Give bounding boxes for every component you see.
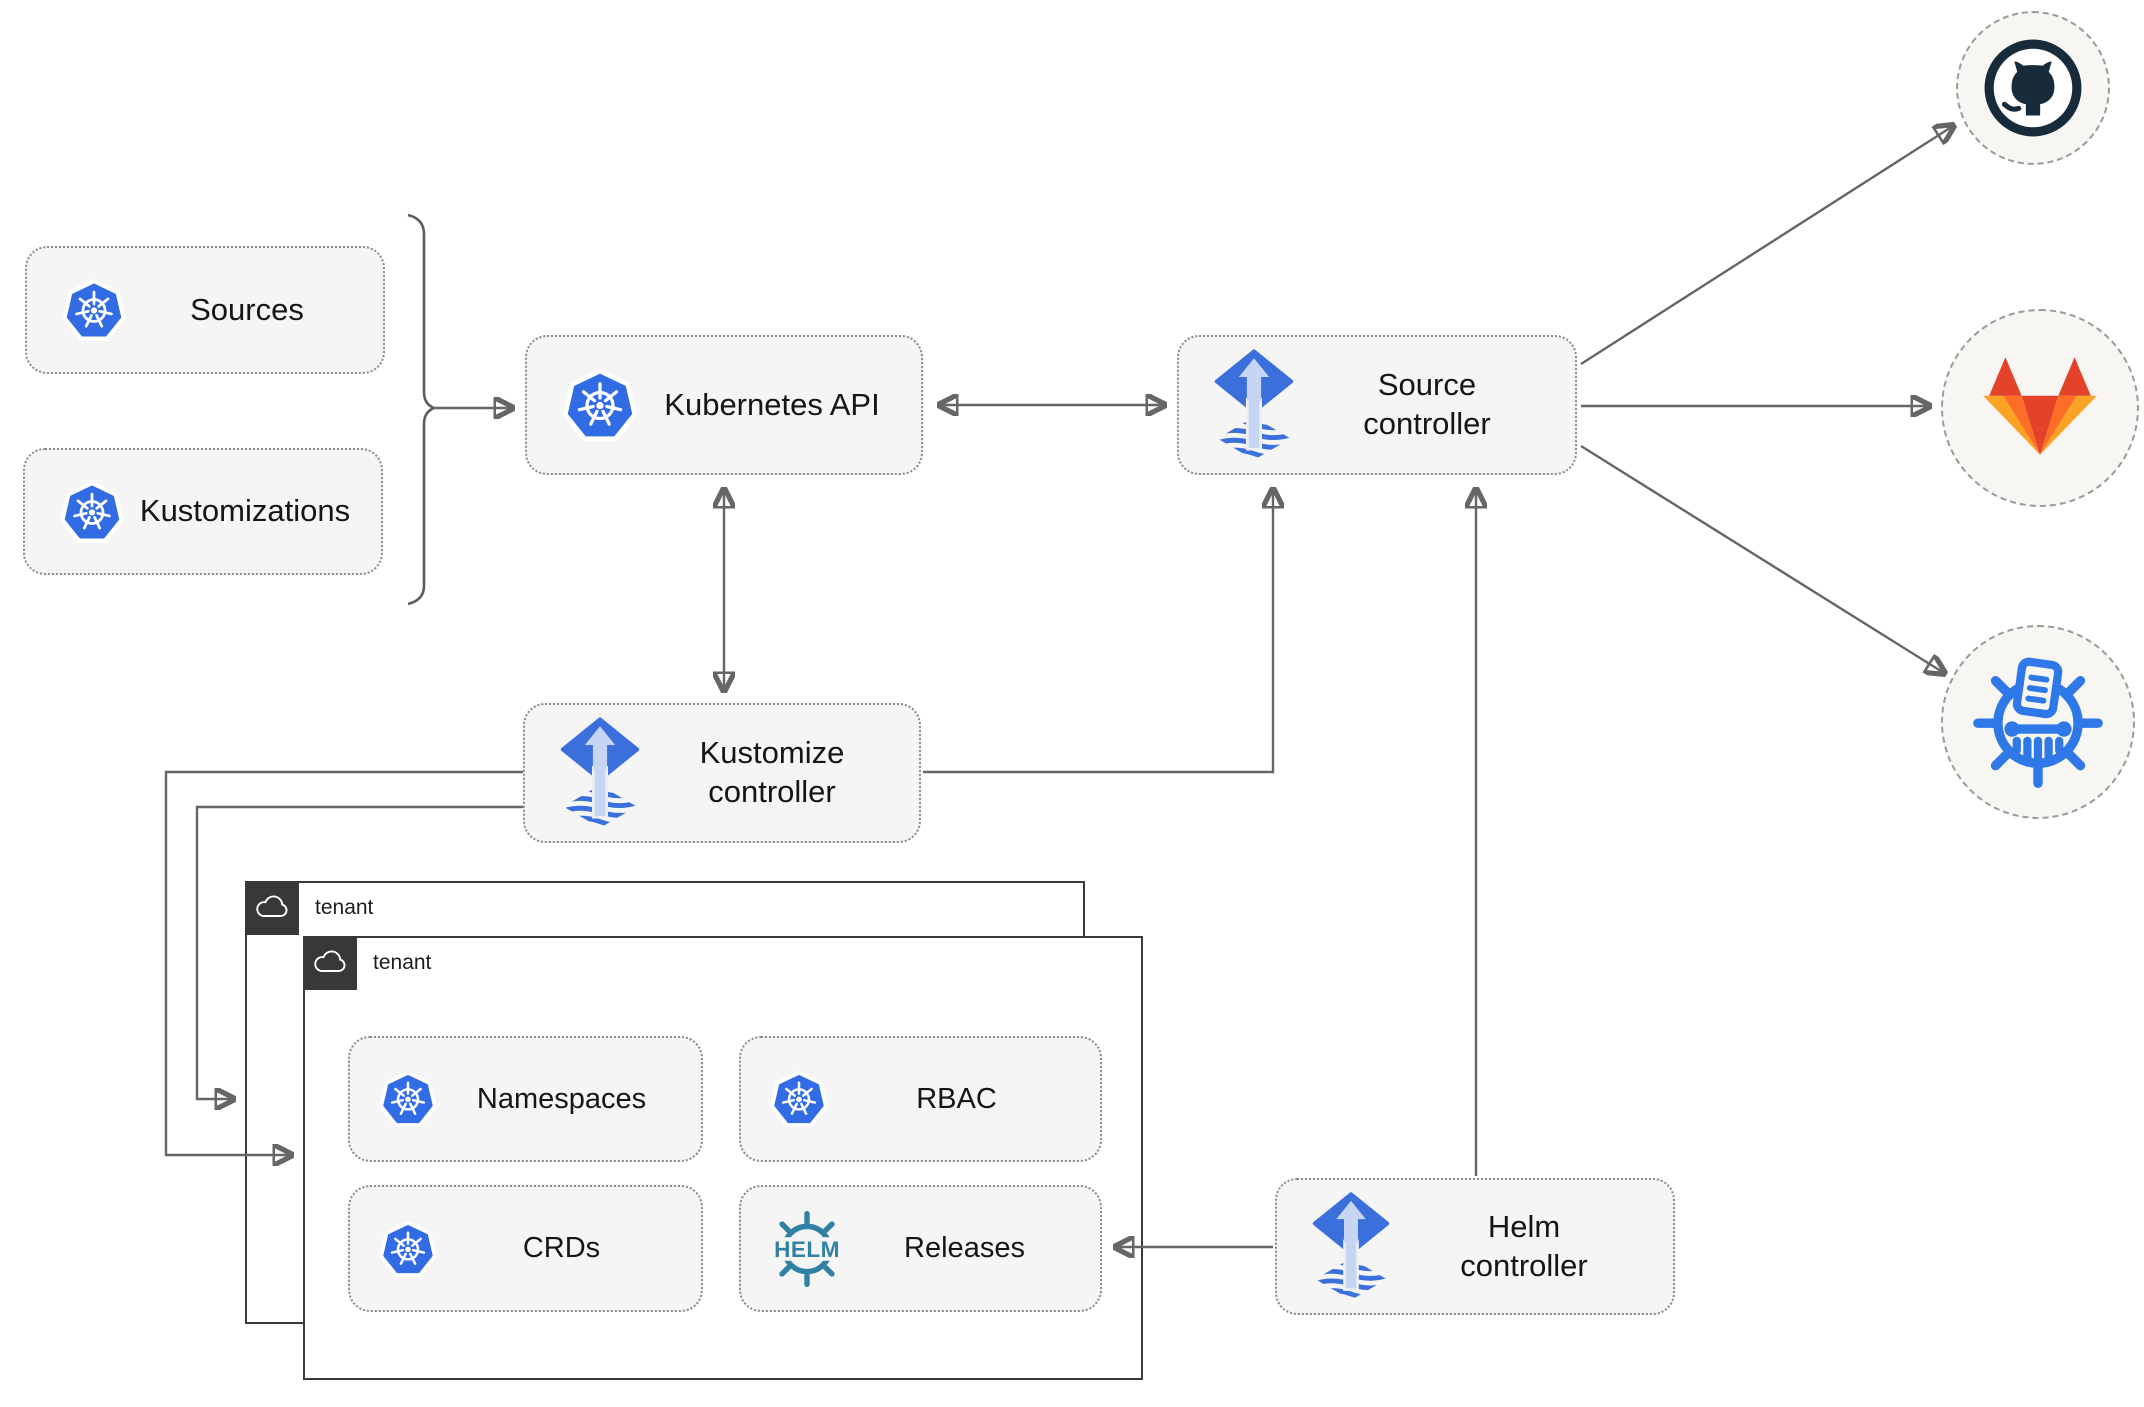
edge-source-controller-to-github — [1580, 126, 1953, 366]
node-rbac-label: RBAC — [916, 1082, 997, 1115]
kubernetes-icon — [59, 479, 125, 545]
github-icon — [1982, 37, 2084, 139]
node-kubernetes-api: Kubernetes API — [525, 335, 923, 475]
edge-group-brace — [407, 213, 438, 606]
helm-logo-text: HELM — [774, 1237, 840, 1262]
node-kustomize-controller-label: Kustomize controller — [699, 735, 845, 809]
edge-kustomize-controller-to-source-controller — [923, 490, 1273, 774]
node-rbac: RBAC — [739, 1036, 1102, 1162]
tenant-back-label: tenant — [315, 896, 374, 919]
node-namespaces: Namespaces — [348, 1036, 703, 1162]
node-source-controller-label: Source controller — [1363, 367, 1491, 441]
helm-icon: HELM — [769, 1211, 845, 1287]
tenant-front-label: tenant — [373, 951, 432, 974]
node-gitlab — [1941, 309, 2139, 507]
tenant-container-front: tenant Namespaces RBAC CRDs HELM — [303, 936, 1143, 1380]
kubernetes-icon — [561, 366, 639, 444]
node-kustomizations: Kustomizations — [23, 448, 383, 575]
harbor-registry-icon — [1972, 656, 2104, 788]
node-crds: CRDs — [348, 1185, 703, 1312]
node-kubernetes-api-label: Kubernetes API — [664, 386, 880, 422]
tenant-front-tab — [303, 936, 357, 990]
node-releases: HELM Releases — [739, 1185, 1102, 1312]
node-kustomizations-label: Kustomizations — [139, 493, 351, 529]
gitlab-icon — [1983, 357, 2097, 455]
kubernetes-icon — [378, 1219, 438, 1279]
node-namespaces-label: Namespaces — [476, 1082, 647, 1115]
flux-icon — [559, 717, 641, 830]
flux-icon — [1311, 1192, 1391, 1302]
kubernetes-icon — [378, 1069, 438, 1129]
cloud-icon — [256, 895, 288, 917]
edge-source-controller-to-registry — [1580, 444, 1944, 673]
node-kustomize-controller: Kustomize controller — [523, 703, 921, 843]
node-registry — [1941, 625, 2135, 819]
node-github — [1956, 11, 2110, 165]
node-helm-controller: Helm controller — [1275, 1178, 1675, 1315]
node-releases-label: Releases — [904, 1232, 1025, 1265]
node-helm-controller-label: Helm controller — [1460, 1208, 1588, 1283]
node-sources: Sources — [25, 246, 385, 374]
cloud-icon — [314, 950, 346, 972]
tenant-back-tab — [245, 881, 299, 935]
node-sources-label: Sources — [190, 291, 304, 327]
kubernetes-icon — [61, 277, 127, 343]
flux-icon — [1213, 349, 1295, 462]
kubernetes-icon — [769, 1069, 829, 1129]
node-source-controller: Source controller — [1177, 335, 1577, 475]
node-crds-label: CRDs — [522, 1232, 601, 1265]
